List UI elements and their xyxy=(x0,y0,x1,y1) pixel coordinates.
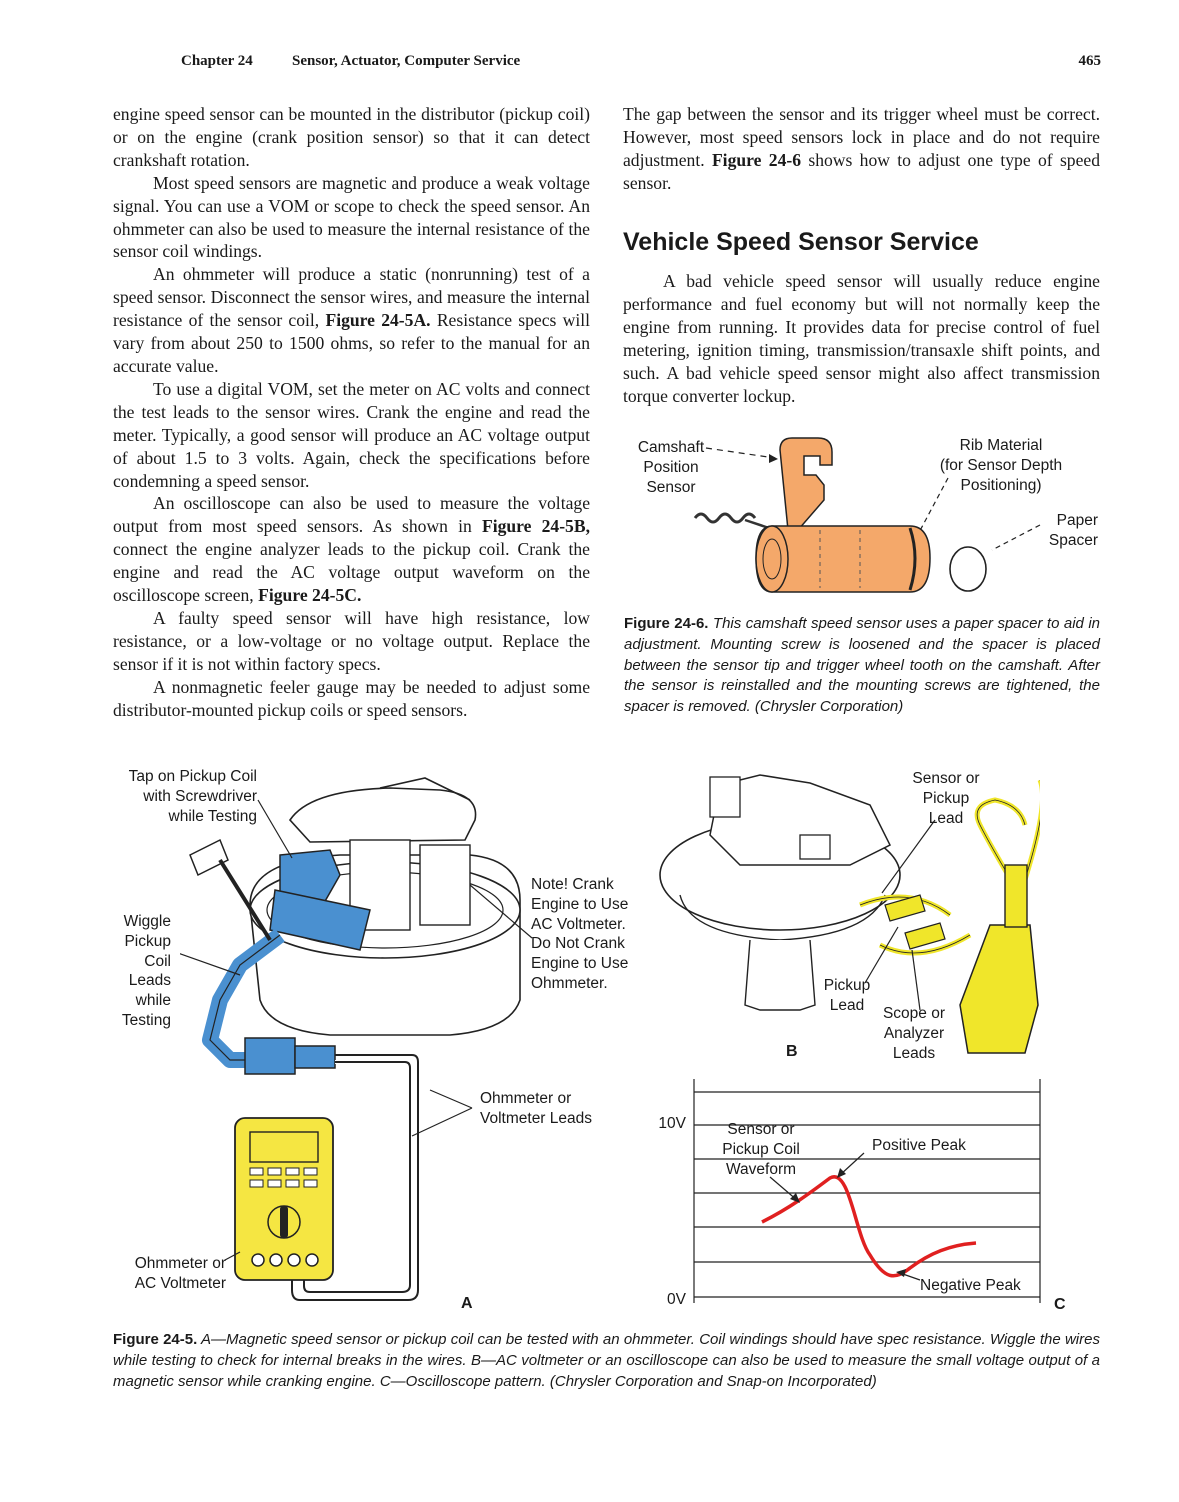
figure-24-5-caption: Figure 24-5. A—Magnetic speed sensor or … xyxy=(113,1330,1100,1392)
paragraph: To use a digital VOM, set the meter on A… xyxy=(113,378,590,491)
paragraph: An oscilloscope can also be used to meas… xyxy=(113,493,590,606)
y-axis-bottom-label: 0V xyxy=(667,1291,686,1308)
camshaft-sensor-label: Camshaft Position Sensor xyxy=(637,439,705,496)
running-header: Chapter 24 Sensor, Actuator, Computer Se… xyxy=(181,53,1101,73)
paragraph: The gap between the sensor and its trigg… xyxy=(623,104,1101,193)
meter-leads-label: Ohmmeter or Voltmeter Leads xyxy=(480,1090,593,1127)
paragraph: A faulty speed sensor will have high res… xyxy=(113,607,590,674)
panel-letter-b: B xyxy=(786,1043,798,1060)
figure-24-5a-illustration xyxy=(180,777,533,1301)
figure-24-6-illustration xyxy=(693,437,1041,593)
tap-pickup-label: Tap on Pickup Coil with Screwdriver whil… xyxy=(128,768,257,825)
right-column-body: A bad vehicle speed sensor will usually … xyxy=(623,270,1100,407)
chapter-label: Chapter 24 xyxy=(181,53,253,69)
caption-text: This camshaft speed sensor uses a paper … xyxy=(624,615,1101,716)
figure-label: Figure 24-5. xyxy=(113,1331,198,1348)
note-crank-label: Note! Crank Engine to Use AC Voltmeter. … xyxy=(531,876,629,992)
section-heading: Vehicle Speed Sensor Service xyxy=(623,228,979,256)
waveform-label: Sensor or Pickup Coil Waveform xyxy=(722,1121,800,1178)
wiggle-leads-label: Wiggle Pickup Coil Leads while Testing xyxy=(121,913,171,1029)
positive-peak-label: Positive Peak xyxy=(872,1137,966,1154)
negative-peak-label: Negative Peak xyxy=(920,1277,1021,1294)
figure-ref: Figure 24-6 xyxy=(711,149,802,170)
left-column: engine speed sensor can be mounted in th… xyxy=(113,103,590,721)
sensor-lead-label: Sensor or Pickup Lead xyxy=(912,770,980,827)
right-column-intro: The gap between the sensor and its trigg… xyxy=(623,103,1100,195)
panel-letter-c: C xyxy=(1054,1296,1066,1313)
paragraph: An ohmmeter will produce a static (nonru… xyxy=(113,264,591,376)
figure-ref: Figure 24-5A. xyxy=(325,310,431,331)
paper-spacer-label: Paper Spacer xyxy=(1048,512,1098,549)
scope-leads-label: Scope or Analyzer Leads xyxy=(882,1005,946,1062)
paragraph: engine speed sensor can be mounted in th… xyxy=(113,104,590,170)
figure-24-5c-scope xyxy=(693,1079,1041,1303)
pickup-lead-label: Pickup Lead xyxy=(823,977,871,1014)
figure-ref: Figure 24-5C. xyxy=(258,585,362,606)
caption-text: A—Magnetic speed sensor or pickup coil c… xyxy=(113,1331,1100,1390)
paragraph: A nonmagnetic feeler gauge may be needed… xyxy=(113,676,590,720)
figure-24-6-caption: Figure 24-6. This camshaft speed sensor … xyxy=(624,614,1100,718)
panel-letter-a: A xyxy=(461,1295,473,1312)
rib-material-label: Rib Material (for Sensor Depth Positioni… xyxy=(939,437,1063,494)
paragraph: A bad vehicle speed sensor will usually … xyxy=(623,271,1100,406)
y-axis-top-label: 10V xyxy=(658,1115,686,1132)
chapter-title: Sensor, Actuator, Computer Service xyxy=(292,53,521,69)
figure-ref: Figure 24-5B, xyxy=(481,516,590,537)
figure-label: Figure 24-6. xyxy=(624,615,709,632)
figure-24-5b-illustration xyxy=(659,774,1040,1054)
paragraph: Most speed sensors are magnetic and prod… xyxy=(113,172,590,262)
meter-label: Ohmmeter or AC Voltmeter xyxy=(134,1255,226,1292)
page-number: 465 xyxy=(1078,53,1102,69)
